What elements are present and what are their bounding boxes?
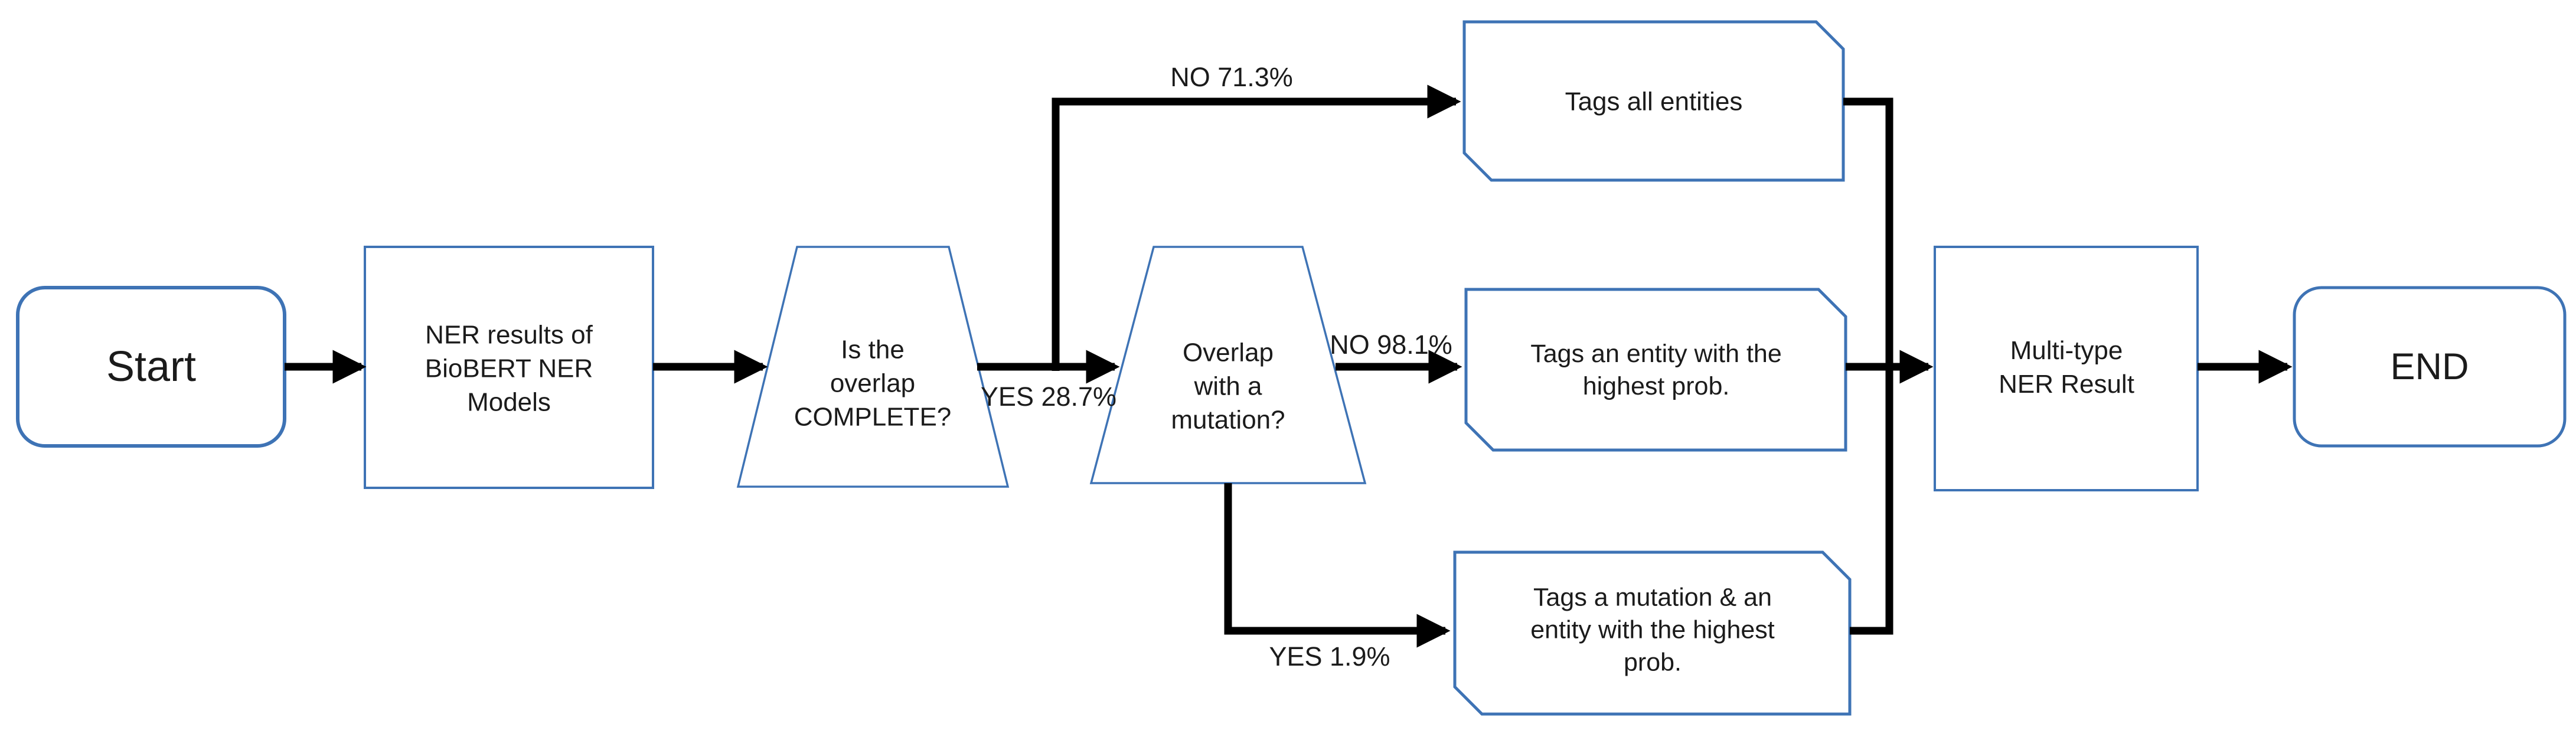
edge-label-no-981: NO 98.1% bbox=[1330, 330, 1452, 360]
node-tags-all-entities-shape bbox=[1462, 20, 1845, 182]
edge-label-no-713: NO 71.3% bbox=[1170, 62, 1293, 92]
node-overlap-mutation-shape bbox=[1089, 246, 1367, 484]
node-tags-entity-highest-label: Tags an entity with the highest prob. bbox=[1530, 340, 1782, 400]
edge-no-to-tags-all-entities bbox=[1052, 84, 1461, 371]
node-tags-entity-highest-shape bbox=[1464, 288, 1847, 452]
node-end-label: END bbox=[2390, 346, 2469, 387]
node-overlap-mutation-label: Overlap with a mutation? bbox=[1171, 338, 1285, 435]
edge-label-yes-287: YES 28.7% bbox=[980, 382, 1117, 412]
node-tags-all-entities-label: Tags all entities bbox=[1565, 87, 1743, 116]
node-tags-mutation-entity-label: Tags a mutation & an entity with the hig… bbox=[1530, 583, 1775, 677]
node-tags-mutation-entity-shape bbox=[1453, 550, 1852, 716]
node-multi-type-result-shape bbox=[1934, 246, 2199, 491]
node-ner-results-label: NER results of BioBERT NER Models bbox=[425, 320, 593, 417]
node-multi-type-result-label: Multi-type NER Result bbox=[1999, 336, 2134, 399]
edge-yes-to-tags-mutation-entity bbox=[1224, 483, 1451, 648]
node-end-shape bbox=[2293, 286, 2567, 448]
node-overlap-complete-label: Is the overlap COMPLETE? bbox=[794, 335, 952, 432]
node-overlap-complete-shape bbox=[736, 246, 1010, 488]
node-ner-results-shape bbox=[364, 246, 654, 489]
node-start-label: Start bbox=[106, 343, 197, 390]
edge-label-yes-19: YES 1.9% bbox=[1269, 641, 1390, 672]
